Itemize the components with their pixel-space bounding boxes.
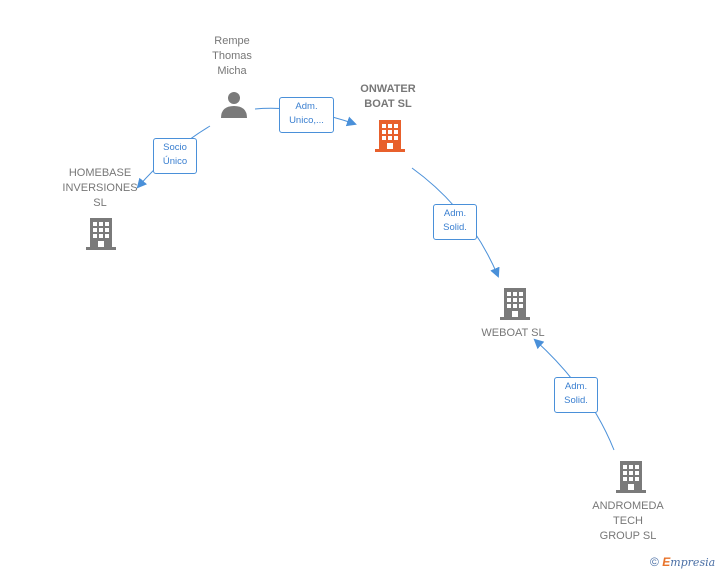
onwater-label-line-1: ONWATER	[360, 83, 416, 95]
brand-logo-initial: E	[662, 555, 671, 569]
weboat-label: WEBOAT SL	[467, 326, 559, 341]
homebase-label-line-1: HOMEBASE	[68, 167, 132, 179]
onwater-label-line-2: BOAT SL	[364, 98, 412, 110]
person-name-line-1: Rempe	[214, 35, 250, 47]
weboat-label-line-1: WEBOAT SL	[481, 327, 545, 339]
andromeda-label-line-3: GROUP SL	[599, 530, 657, 542]
edge-label-line-1: Socio	[163, 142, 187, 153]
edge-label-person-onwater[interactable]: Adm. Unico,...	[279, 97, 334, 133]
person-icon[interactable]	[219, 89, 249, 119]
person-name-label: Rempe Thomas Micha	[196, 34, 268, 79]
edge-label-line-2: Único	[162, 156, 188, 167]
weboat-building-icon[interactable]	[498, 286, 532, 322]
edge-label-line-2: Solid.	[564, 395, 588, 406]
edge-label-person-homebase[interactable]: Socio Único	[153, 138, 197, 174]
edge-label-onwater-weboat[interactable]: Adm. Solid.	[433, 204, 477, 240]
edge-label-line-1: Adm.	[443, 208, 467, 219]
footer-brand: © Empresia	[650, 555, 715, 569]
edge-label-line-1: Adm.	[295, 101, 318, 112]
person-name-line-3: Micha	[217, 65, 247, 77]
andromeda-building-icon[interactable]	[614, 459, 648, 495]
edge-label-line-1: Adm.	[564, 381, 588, 392]
person-name-line-2: Thomas	[212, 50, 252, 62]
onwater-label: ONWATER BOAT SL	[340, 82, 436, 112]
brand-logo-text: mpresia	[670, 556, 716, 569]
edge-label-line-2: Solid.	[443, 222, 467, 233]
copyright-icon: ©	[650, 555, 659, 569]
homebase-label-line-2: INVERSIONES	[62, 182, 138, 194]
edge-label-andromeda-weboat[interactable]: Adm. Solid.	[554, 377, 598, 413]
edge-label-line-2: Unico,...	[289, 115, 324, 126]
homebase-label: HOMEBASE INVERSIONES SL	[51, 166, 149, 211]
andromeda-label: ANDROMEDA TECH GROUP SL	[583, 499, 673, 544]
onwater-building-icon[interactable]	[373, 118, 407, 154]
homebase-building-icon[interactable]	[84, 216, 118, 252]
andromeda-label-line-1: ANDROMEDA	[592, 500, 664, 512]
homebase-label-line-3: SL	[93, 197, 107, 209]
andromeda-label-line-2: TECH	[613, 515, 643, 527]
